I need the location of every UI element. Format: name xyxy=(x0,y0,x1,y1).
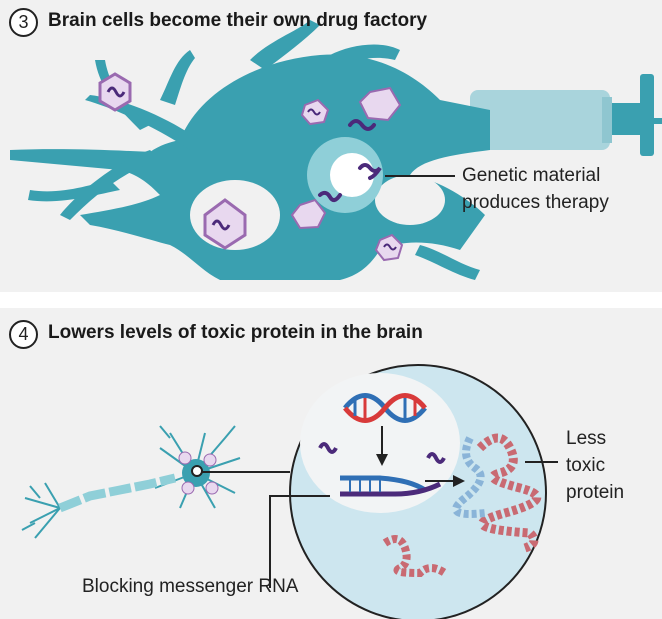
panel-divider xyxy=(0,292,662,308)
step-4-title: Lowers levels of toxic protein in the br… xyxy=(48,322,423,343)
genetic-material-label-line2: produces therapy xyxy=(462,192,609,213)
toxic-protein xyxy=(476,433,542,553)
less-toxic-label-line3: protein xyxy=(566,482,625,503)
panel-step-4: 4 Lowers levels of toxic protein in the … xyxy=(0,308,662,619)
small-neuron xyxy=(21,425,241,539)
panel-step-3: 3 Brain cells become their own drug fact… xyxy=(0,0,662,292)
neuron-illustration xyxy=(10,20,662,280)
step-3-title: Brain cells become their own drug factor… xyxy=(48,10,428,31)
step-number-4: 4 xyxy=(9,320,38,349)
messenger-rna-icon xyxy=(340,475,442,497)
less-toxic-label-line1: Less xyxy=(566,428,607,449)
blocking-rna-label: Blocking messenger RNA xyxy=(82,576,299,597)
syringe xyxy=(470,74,662,156)
genetic-material-label-line1: Genetic material xyxy=(462,165,601,186)
step-number-3: 3 xyxy=(9,8,38,37)
viral-capsid xyxy=(98,72,404,262)
dna-icon xyxy=(343,393,427,423)
less-toxic-label-line2: toxic xyxy=(566,455,606,476)
cell-illustration xyxy=(21,364,558,619)
